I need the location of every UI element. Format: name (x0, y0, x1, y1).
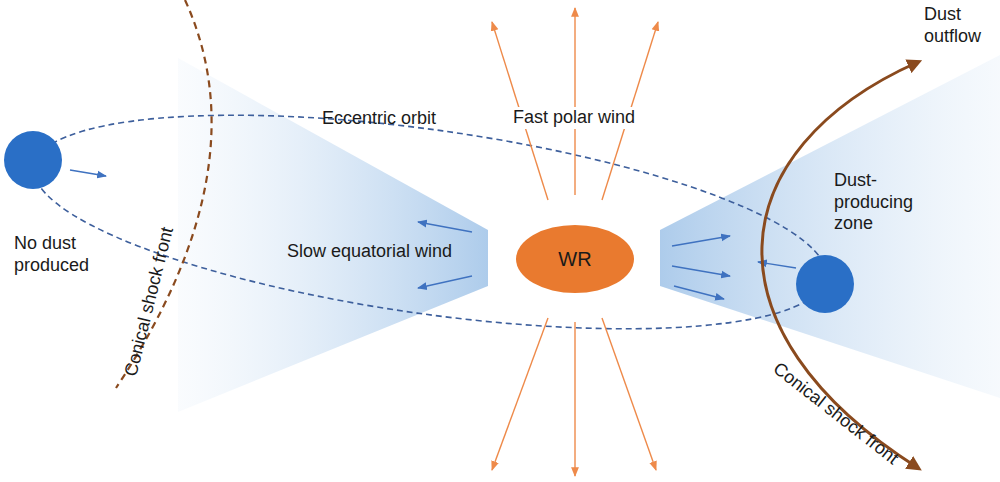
equatorial-wind-wedge (178, 58, 488, 412)
orbit-label: Eccentric orbit (322, 108, 436, 130)
shock-label: Conical shock front (121, 225, 179, 379)
outflow-label: Dust outflow (924, 4, 998, 47)
star-shape (516, 225, 634, 293)
wind-label: Slow equatorial wind (287, 241, 452, 263)
wind-arrows (70, 170, 796, 299)
star-ellipse: WR (515, 224, 635, 294)
shock-front-dashed (116, 0, 212, 388)
shock-label: Conical shock front (769, 358, 903, 469)
polar-wind-arrows (492, 8, 658, 476)
wind-label: Fast polar wind (510, 107, 638, 129)
zone-label: Dust- producing zone (834, 170, 930, 235)
star-label: WR (558, 248, 591, 271)
no-dust-label: No dust produced (14, 233, 114, 276)
equatorial-wind-wedge (660, 55, 1000, 398)
companion-star (796, 255, 854, 313)
companion-star (4, 131, 62, 189)
